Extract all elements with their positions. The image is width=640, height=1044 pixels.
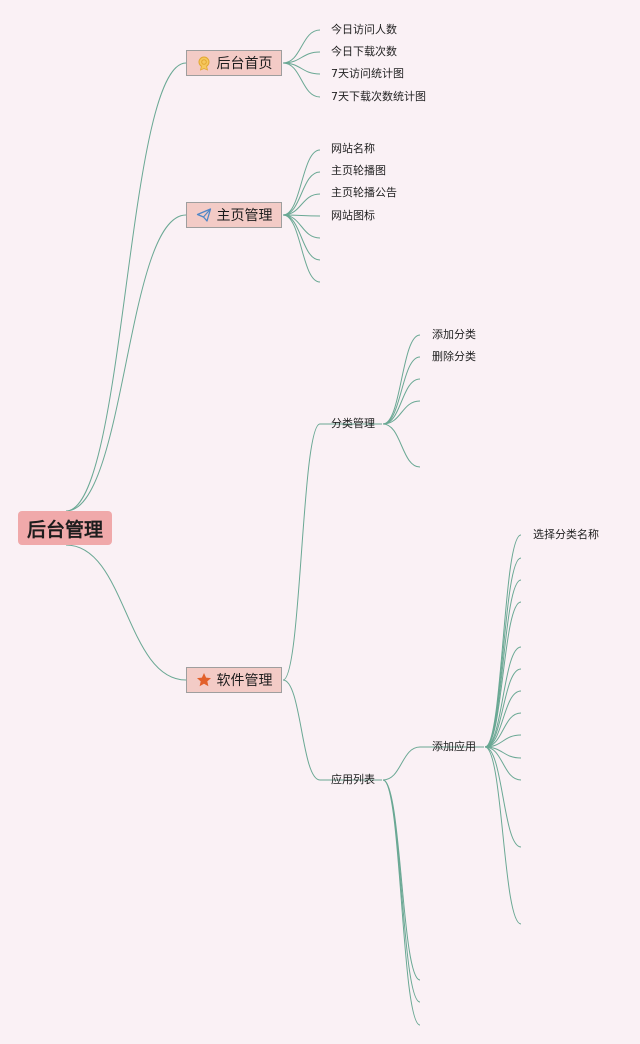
leaf-7day-download-chart[interactable]: 7天下载次数统计图 <box>331 90 426 103</box>
leaf-select-category-name[interactable]: 选择分类名称 <box>533 528 599 541</box>
leaf-home-carousel[interactable]: 主页轮播图 <box>331 164 386 177</box>
connector-applist-leaf-0 <box>382 779 421 981</box>
award-medal-icon <box>196 55 212 71</box>
connector-applist-addapp <box>382 746 421 781</box>
connector-homepage-leaf-5 <box>282 214 321 261</box>
connector-dashboard-leaf-1 <box>282 51 321 64</box>
connector-addapp-leaf-5 <box>484 668 522 748</box>
connector-software-applist <box>282 679 321 781</box>
leaf-today-visitors[interactable]: 今日访问人数 <box>331 23 397 36</box>
sub-node-add-app[interactable]: 添加应用 <box>432 740 476 753</box>
connector-applist-leaf-1 <box>382 779 421 1003</box>
connector-root-homepage <box>65 214 187 512</box>
connector-category-leaf-0 <box>382 334 421 425</box>
connector-homepage-leaf-1 <box>282 171 321 216</box>
connector-addapp-leaf-10 <box>484 746 522 781</box>
paper-plane-icon <box>196 207 212 223</box>
connector-software-category <box>282 423 321 681</box>
sub-node-category-management[interactable]: 分类管理 <box>331 417 375 430</box>
sub-node-app-list[interactable]: 应用列表 <box>331 773 375 786</box>
connector-category-leaf-4 <box>382 423 421 468</box>
branch-label: 主页管理 <box>216 208 273 224</box>
connector-addapp-leaf-2 <box>484 579 522 748</box>
branch-label: 后台首页 <box>216 56 273 72</box>
connector-addapp-leaf-3 <box>484 601 522 748</box>
leaf-7day-visit-chart[interactable]: 7天访问统计图 <box>331 67 404 80</box>
connector-addapp-leaf-11 <box>484 746 522 848</box>
leaf-home-carousel-notice[interactable]: 主页轮播公告 <box>331 186 397 199</box>
connector-root-dashboard <box>65 62 187 512</box>
root-node[interactable]: 后台管理 <box>18 511 112 545</box>
star-icon <box>196 672 212 688</box>
connector-category-leaf-3 <box>382 400 421 425</box>
connector-root-software <box>65 544 187 681</box>
branch-label: 软件管理 <box>216 673 273 689</box>
connector-addapp-leaf-7 <box>484 712 522 748</box>
branch-node-homepage[interactable]: 主页管理 <box>186 202 282 228</box>
leaf-add-category[interactable]: 添加分类 <box>432 328 476 341</box>
connector-homepage-leaf-2 <box>282 193 321 216</box>
connector-addapp-leaf-6 <box>484 690 522 748</box>
leaf-delete-category[interactable]: 删除分类 <box>432 350 476 363</box>
connector-applist-leaf-2 <box>382 779 421 1026</box>
connector-dashboard-leaf-0 <box>282 29 321 64</box>
connector-addapp-leaf-12 <box>484 746 522 925</box>
connector-homepage-leaf-6 <box>282 214 321 283</box>
connector-addapp-leaf-8 <box>484 734 522 748</box>
connector-addapp-leaf-4 <box>484 646 522 748</box>
connector-category-leaf-1 <box>382 356 421 425</box>
connector-category-leaf-2 <box>382 378 421 425</box>
root-label: 后台管理 <box>26 518 103 541</box>
connector-dashboard-leaf-3 <box>282 62 321 98</box>
leaf-today-downloads[interactable]: 今日下载次数 <box>331 45 397 58</box>
connector-addapp-leaf-0 <box>484 534 522 748</box>
leaf-site-name[interactable]: 网站名称 <box>331 142 375 155</box>
branch-node-dashboard[interactable]: 后台首页 <box>186 50 282 76</box>
connector-homepage-leaf-0 <box>282 149 321 216</box>
connector-homepage-leaf-4 <box>282 214 321 239</box>
leaf-site-icon[interactable]: 网站图标 <box>331 209 375 222</box>
branch-node-software[interactable]: 软件管理 <box>186 667 282 693</box>
